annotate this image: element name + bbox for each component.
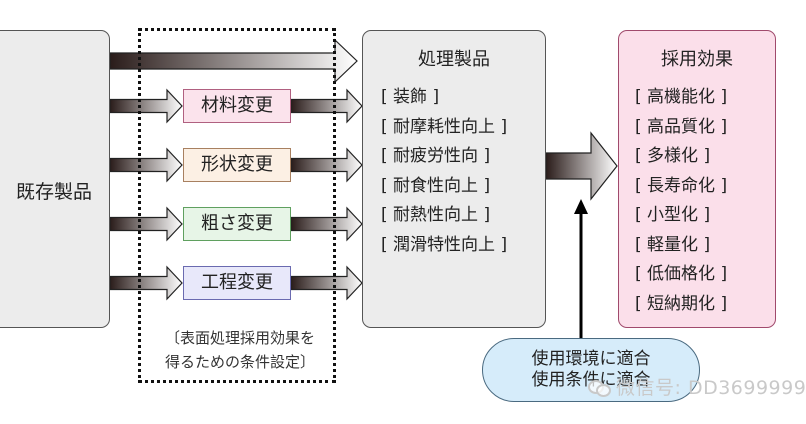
list-item: [ 短納期化 ]: [635, 293, 728, 314]
arrow-from-shape-change: [290, 147, 363, 183]
arrow-to-material-change: [109, 88, 183, 124]
arrow-to-roughness-change: [109, 206, 183, 242]
processed-product-list: [ 装飾 ] [ 耐摩耗性向上 ] [ 耐疲労性向 ] [ 耐食性向上 ] [ …: [381, 83, 545, 260]
list-item: [ 潤滑特性向上 ]: [381, 234, 508, 255]
condition-setting-frame: [138, 28, 336, 383]
condition-note: 〔表面処理採用効果を 得るための条件設定〕: [145, 326, 335, 374]
arrow-from-material-change: [290, 88, 363, 124]
arrow-from-process-change: [290, 265, 363, 301]
usage-requirement-oval: 使用環境に適合 使用条件に適合: [482, 338, 700, 402]
watermark: 微信号: DD3699999: [588, 373, 806, 400]
result-arrow: [545, 131, 618, 201]
arrow-to-process-change: [109, 265, 183, 301]
list-item: [ 高機能化 ]: [635, 87, 728, 107]
list-item: [ 多様化 ]: [635, 146, 711, 166]
adoption-effects-title: 採用効果: [661, 49, 733, 70]
list-item: [ 耐疲労性向 ]: [381, 146, 491, 166]
list-item: [ 長寿命化 ]: [635, 175, 728, 196]
vertical-arrow-head: [574, 199, 588, 214]
existing-product-title: 既存製品: [15, 181, 92, 203]
condition-roughness-change: 粗さ変更: [183, 207, 291, 241]
processed-product-box: 処理製品 [ 装飾 ] [ 耐摩耗性向上 ] [ 耐疲労性向 ] [ 耐食性向上…: [362, 30, 546, 328]
wechat-icon: [588, 380, 611, 397]
condition-process-change: 工程変更: [183, 266, 291, 300]
adoption-effects-box: 採用効果 [ 高機能化 ] [ 高品質化 ] [ 多様化 ] [ 長寿命化 ] …: [618, 30, 776, 328]
processed-product-title: 処理製品: [418, 49, 490, 70]
list-item: [ 軽量化 ]: [635, 234, 711, 255]
list-item: [ 低価格化 ]: [635, 264, 728, 284]
list-item: [ 耐熱性向上 ]: [381, 205, 491, 225]
adoption-effects-list: [ 高機能化 ] [ 高品質化 ] [ 多様化 ] [ 長寿命化 ] [ 小型化…: [635, 83, 775, 319]
requirement-line-1: 使用環境に適合: [531, 349, 651, 369]
existing-product-box: 既存製品: [0, 30, 110, 328]
condition-note-line-2: 得るための条件設定〕: [164, 353, 315, 371]
list-item: [ 高品質化 ]: [635, 116, 728, 137]
watermark-text: 微信号: DD3699999: [616, 377, 806, 399]
arrow-from-roughness-change: [290, 206, 363, 242]
arrow-to-shape-change: [109, 147, 183, 183]
list-item: [ 耐食性向上 ]: [381, 175, 491, 196]
condition-shape-change: 形状変更: [183, 148, 291, 182]
list-item: [ 装飾 ]: [381, 87, 440, 107]
list-item: [ 耐摩耗性向上 ]: [381, 116, 508, 137]
list-item: [ 小型化 ]: [635, 205, 711, 225]
condition-material-change: 材料変更: [183, 89, 291, 123]
condition-note-line-1: 〔表面処理採用効果を: [164, 329, 315, 347]
